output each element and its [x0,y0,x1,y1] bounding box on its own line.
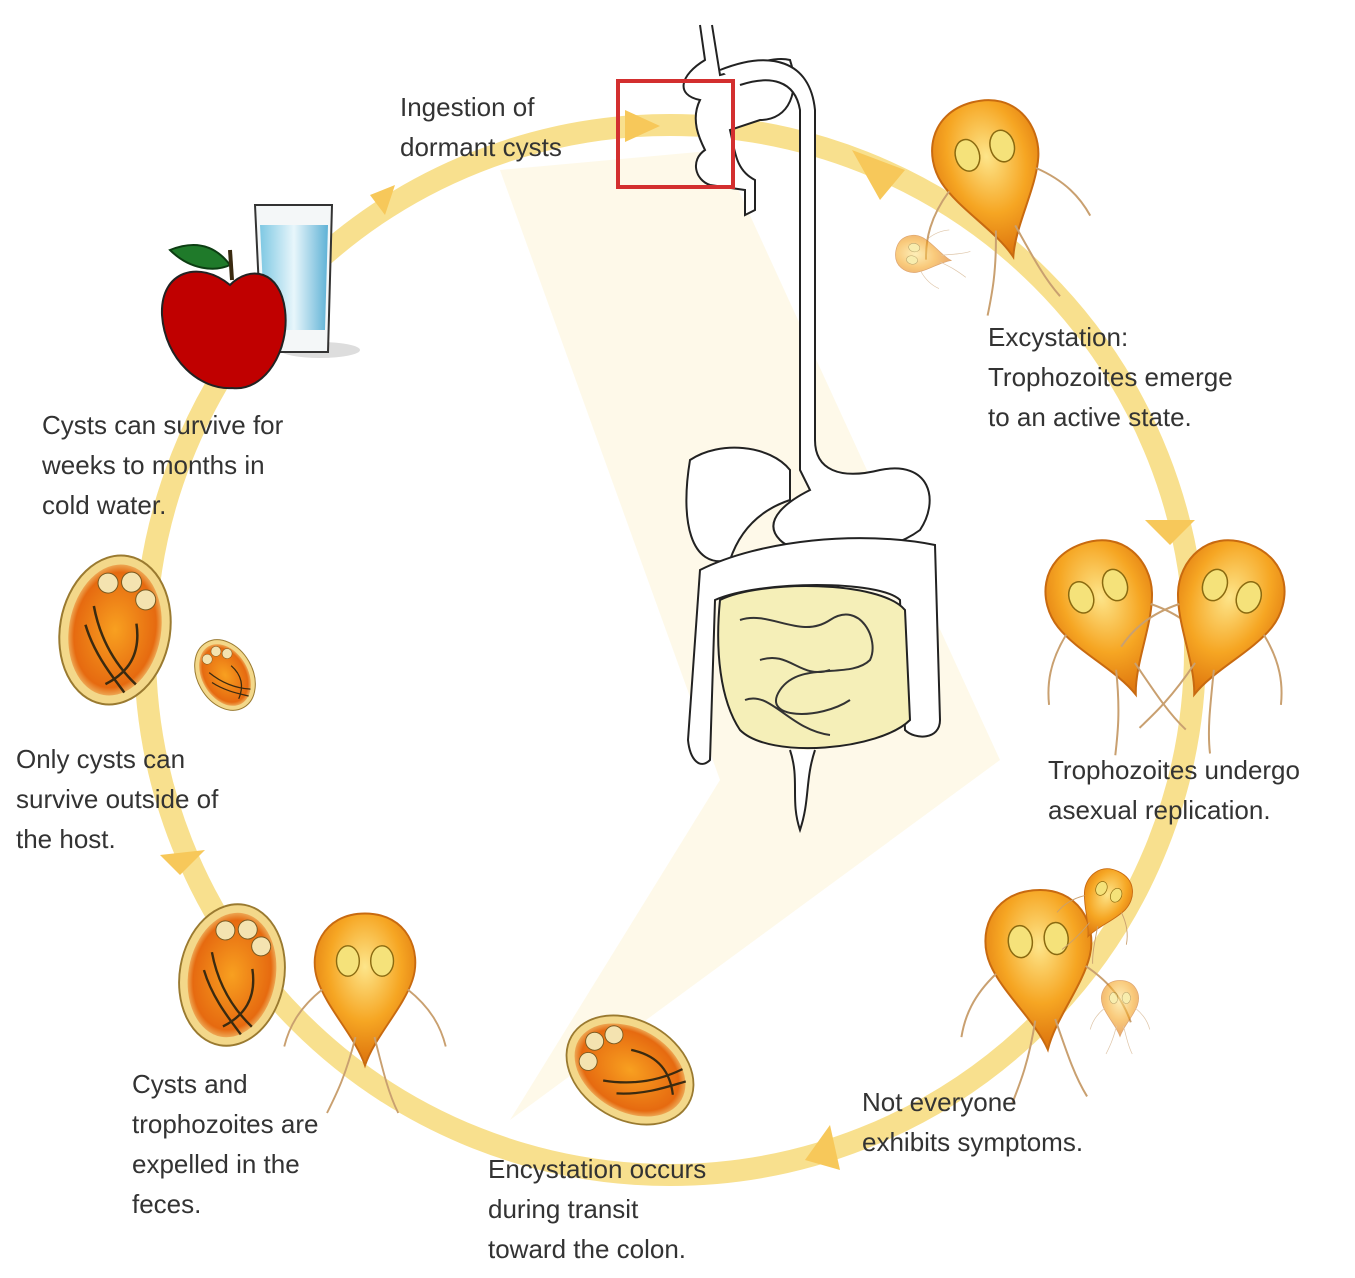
label-symptoms: Not everyone exhibits symptoms. [862,1087,1084,1157]
arrow-icon [370,185,395,215]
label-outside-host: Only cysts can survive outside of the ho… [16,744,219,854]
cycle-arrows [160,110,1195,1170]
arrow-icon [852,150,905,200]
label-excystation: Excystation: Trophozoites emerge to an a… [988,322,1233,432]
arrow-icon [805,1125,840,1170]
arrow-icon [625,110,660,142]
trophozoite-excystation-icon [888,79,1110,329]
label-cold-water-survival: Cysts can survive for weeks to months in… [42,410,284,520]
mouth-highlight-box [616,79,735,189]
label-replication: Trophozoites undergo asexual replication… [1048,755,1300,825]
cyst-encystation-icon [545,992,715,1148]
label-expelled: Cysts and trophozoites are expelled in t… [132,1069,319,1219]
label-ingestion: Ingestion of dormant cysts [400,92,562,162]
label-encystation: Encystation occurs during transit toward… [488,1154,707,1264]
digestive-tract-illustration [682,24,942,834]
apple-icon [160,244,287,390]
arrow-icon [1145,520,1195,545]
arrow-icon [160,850,205,875]
trophozoite-replication-icon [1000,514,1330,772]
